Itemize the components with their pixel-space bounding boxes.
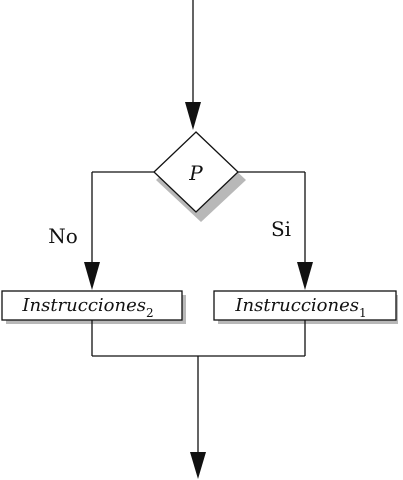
right-process-subscript: 1 — [359, 306, 367, 320]
incoming-arrowhead — [185, 102, 201, 130]
outgoing-arrowhead — [190, 452, 206, 479]
no-branch-label: No — [48, 224, 78, 248]
left-process-text: Instrucciones2 — [21, 295, 153, 320]
left-process-subscript: 2 — [146, 306, 154, 320]
left-process-label: Instrucciones — [21, 295, 146, 316]
no-branch-arrowhead — [84, 262, 100, 290]
right-process-text: Instrucciones1 — [234, 295, 366, 320]
right-process-label: Instrucciones — [234, 295, 359, 316]
decision-label: P — [188, 161, 203, 185]
decision-diamond[interactable] — [153, 131, 239, 213]
yes-branch-arrowhead — [297, 262, 313, 290]
right-process-box[interactable] — [213, 290, 397, 321]
yes-branch-label: Si — [271, 217, 291, 241]
